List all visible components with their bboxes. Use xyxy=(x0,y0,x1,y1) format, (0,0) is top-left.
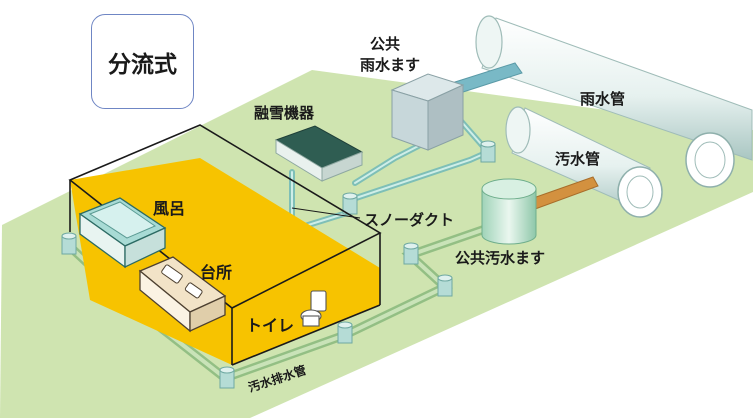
drain-fitting xyxy=(437,274,453,297)
sewage-pipe-label: 汚水管 xyxy=(555,150,600,168)
rain-water-main-pipe xyxy=(475,15,753,188)
kitchen-counter xyxy=(138,256,227,333)
toilet-label: トイレ xyxy=(246,316,294,335)
duct-fitting xyxy=(480,140,496,163)
diagram-title: 分流式 xyxy=(108,51,177,78)
snow-duct-fittings xyxy=(342,140,496,215)
public-sewage-inlet xyxy=(481,178,537,245)
snow-melter-label: 融雪機器 xyxy=(254,104,315,122)
drain-fitting xyxy=(403,242,419,265)
snow-duct-leader-line xyxy=(291,207,361,219)
public-sewage-inlet-label: 公共汚水ます xyxy=(455,249,545,267)
public-rain-inlet-label-line1: 公共 xyxy=(370,35,400,53)
bathtub xyxy=(78,197,167,269)
drain-fitting xyxy=(337,321,353,344)
public-rain-inlet-box xyxy=(390,73,465,151)
snow-melting-device xyxy=(274,125,364,182)
public-rain-inlet-label-line2: 雨水ます xyxy=(360,56,420,74)
snow-duct-label: スノーダクト xyxy=(364,211,454,229)
sewage-main-pipe xyxy=(505,106,663,218)
drain-fitting xyxy=(61,232,77,255)
bath-label: 風呂 xyxy=(153,199,185,218)
rain-pipe-label: 雨水管 xyxy=(580,90,625,108)
kitchen-label: 台所 xyxy=(200,263,232,282)
duct-fitting xyxy=(342,192,358,215)
toilet-fixture xyxy=(300,290,327,327)
drain-fitting xyxy=(219,366,235,389)
title-box: 分流式 xyxy=(91,14,194,109)
